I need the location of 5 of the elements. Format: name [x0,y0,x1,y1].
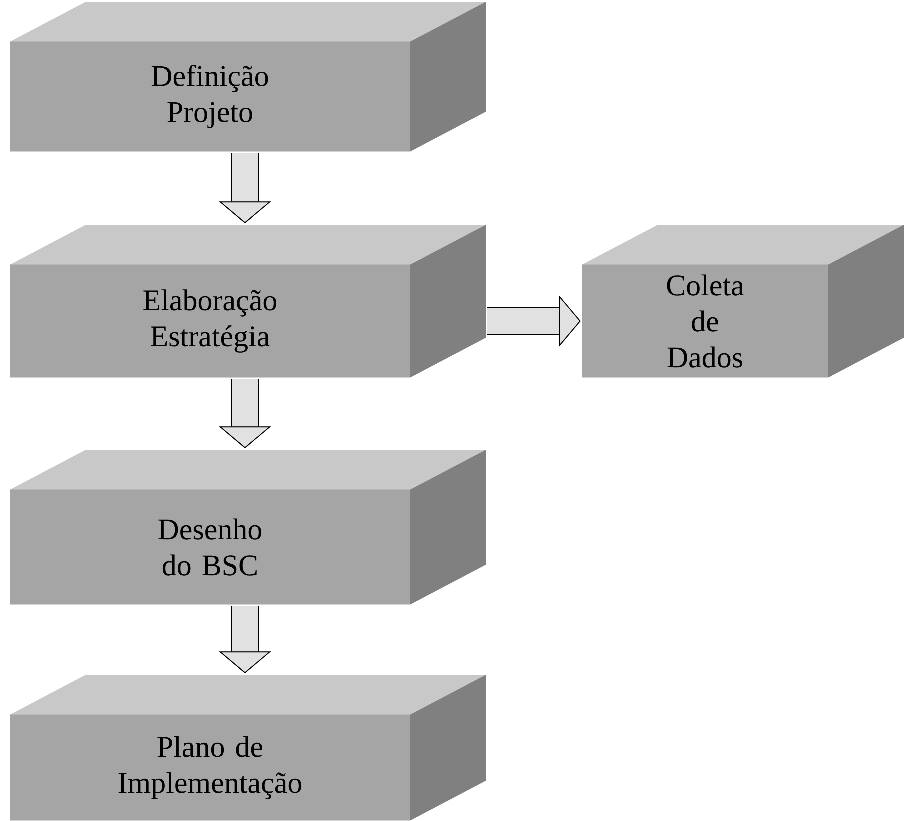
block-box: Plano de Implementação [10,674,486,821]
block-box: Desenho do BSC [10,450,486,605]
block-box: Definição Projeto [10,2,486,152]
block-box: Coleta de Dados [582,224,904,378]
block-box: Elaboração Estratégia [10,224,486,378]
